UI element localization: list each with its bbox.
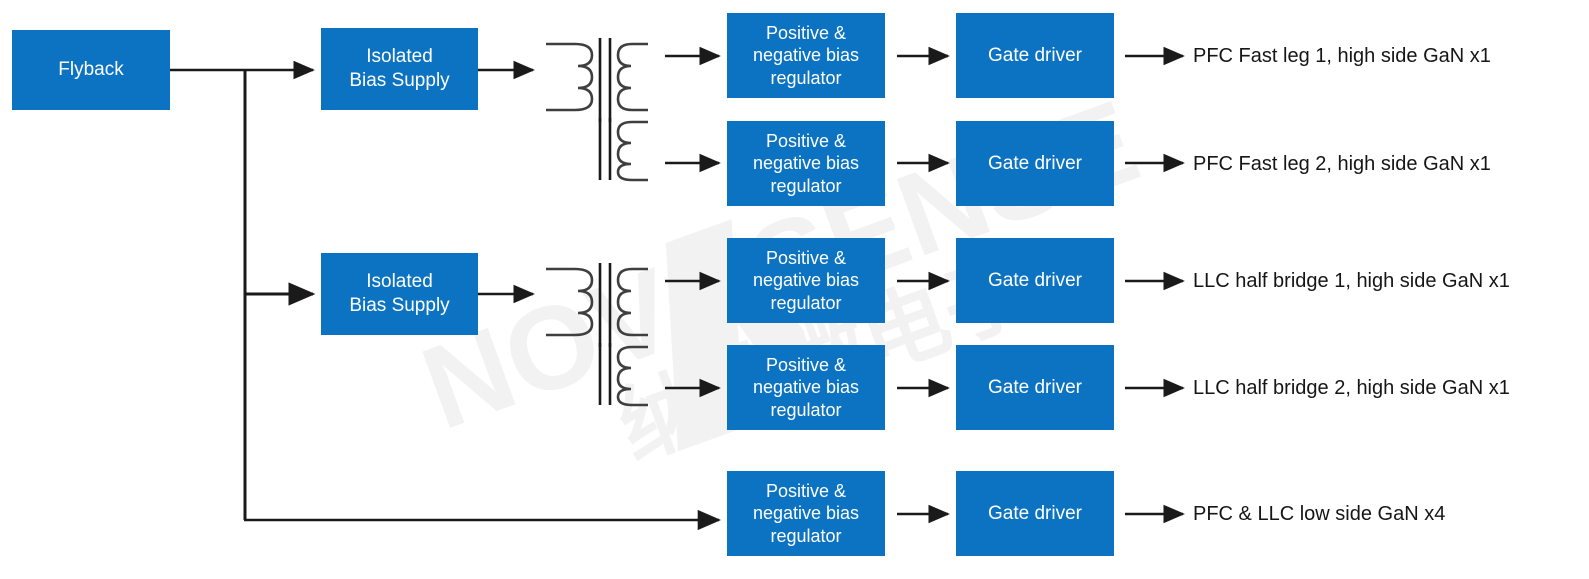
block-regulator-1[interactable]: Positive & negative bias regulator (727, 13, 885, 98)
block-gate-driver-4[interactable]: Gate driver (956, 345, 1114, 430)
transformer-2-secondary-b (598, 343, 648, 407)
block-regulator-5[interactable]: Positive & negative bias regulator (727, 471, 885, 556)
output-label-2: PFC Fast leg 2, high side GaN x1 (1193, 150, 1491, 178)
block-isolated-bias-supply-1-label: Isolated Bias Supply (349, 46, 450, 91)
block-flyback-label: Flyback (58, 59, 124, 81)
block-regulator-3-label: Positive & negative bias regulator (752, 247, 860, 313)
block-gate-driver-4-label: Gate driver (988, 376, 1082, 398)
block-regulator-3[interactable]: Positive & negative bias regulator (727, 238, 885, 323)
block-flyback[interactable]: Flyback (12, 30, 170, 110)
block-gate-driver-5[interactable]: Gate driver (956, 471, 1114, 556)
transformer-1 (546, 38, 648, 122)
block-isolated-bias-supply-1[interactable]: Isolated Bias Supply (321, 28, 478, 110)
block-regulator-2-label: Positive & negative bias regulator (752, 130, 860, 196)
block-isolated-bias-supply-2[interactable]: Isolated Bias Supply (321, 253, 478, 335)
output-label-1-text: PFC Fast leg 1, high side GaN x1 (1193, 44, 1491, 67)
output-label-4: LLC half bridge 2, high side GaN x1 (1193, 374, 1510, 402)
block-regulator-1-label: Positive & negative bias regulator (752, 22, 860, 88)
block-gate-driver-1-label: Gate driver (988, 44, 1082, 66)
block-gate-driver-2[interactable]: Gate driver (956, 121, 1114, 206)
output-label-1: PFC Fast leg 1, high side GaN x1 (1193, 42, 1491, 70)
block-gate-driver-1[interactable]: Gate driver (956, 13, 1114, 98)
block-regulator-4[interactable]: Positive & negative bias regulator (727, 345, 885, 430)
transformer-2 (546, 263, 648, 347)
transformer-1-secondary-b (598, 118, 648, 182)
block-regulator-4-label: Positive & negative bias regulator (752, 354, 860, 420)
block-gate-driver-5-label: Gate driver (988, 502, 1082, 524)
output-label-2-text: PFC Fast leg 2, high side GaN x1 (1193, 152, 1491, 175)
block-gate-driver-3[interactable]: Gate driver (956, 238, 1114, 323)
output-label-3-text: LLC half bridge 1, high side GaN x1 (1193, 269, 1510, 292)
block-regulator-5-label: Positive & negative bias regulator (752, 480, 860, 546)
block-isolated-bias-supply-2-label: Isolated Bias Supply (349, 271, 450, 316)
block-gate-driver-3-label: Gate driver (988, 269, 1082, 291)
output-label-5: PFC & LLC low side GaN x4 (1193, 500, 1445, 528)
block-gate-driver-2-label: Gate driver (988, 152, 1082, 174)
block-regulator-2[interactable]: Positive & negative bias regulator (727, 121, 885, 206)
output-label-5-text: PFC & LLC low side GaN x4 (1193, 502, 1446, 525)
output-label-3: LLC half bridge 1, high side GaN x1 (1193, 267, 1510, 295)
output-label-4-text: LLC half bridge 2, high side GaN x1 (1193, 376, 1510, 399)
